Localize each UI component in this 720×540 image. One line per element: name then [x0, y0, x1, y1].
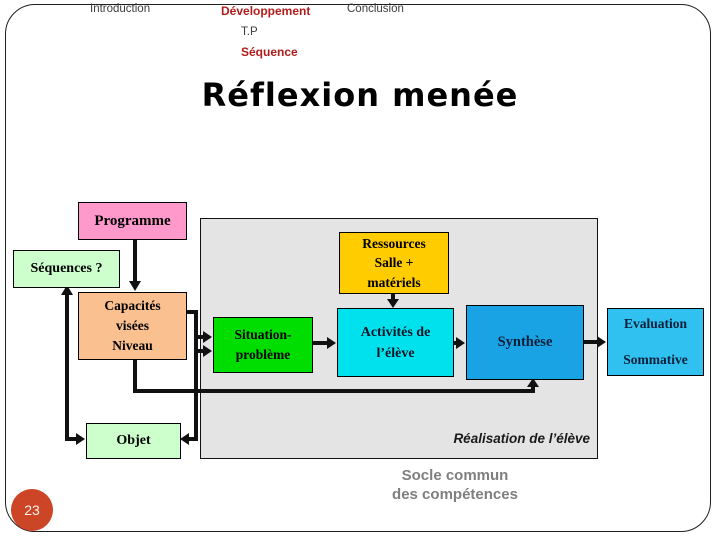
ressources-line1: Ressources: [362, 235, 426, 251]
synthese-label: Synthèse: [497, 334, 553, 350]
socle-line2: des compétences: [392, 485, 518, 503]
slide-border-frame: [5, 4, 711, 532]
sequences-label: Séquences ?: [30, 261, 103, 276]
programme-box: Programme: [78, 202, 187, 240]
objet-box: Objet: [86, 423, 181, 459]
nav-link-introduction[interactable]: Introduction: [90, 3, 151, 15]
capacites-box: Capacités visées Niveau: [78, 292, 187, 360]
capacites-line1: Capacités: [104, 297, 161, 313]
programme-label: Programme: [94, 212, 171, 229]
capacites-line2: visées: [116, 317, 149, 333]
situation-line1: Situation-: [234, 326, 292, 342]
page-title: Réflexion menée: [201, 76, 519, 114]
evaluation-line1: Evaluation: [623, 316, 688, 331]
activites-eleve-box: Activités de l’élève: [337, 308, 454, 377]
evaluation-sommative-box: Evaluation Sommative: [607, 308, 704, 376]
socle-line1: Socle commun: [401, 467, 509, 484]
activites-line2: l’élève: [376, 345, 415, 361]
socle-commun-caption: Socle commun des compétences: [330, 467, 580, 505]
activites-line1: Activités de: [360, 324, 431, 340]
situation-probleme-box: Situation- problème: [213, 317, 313, 373]
capacites-line3: Niveau: [112, 338, 153, 354]
nav-link-developpement[interactable]: Développement: [221, 4, 311, 18]
ressources-line2: Salle +: [374, 255, 414, 271]
evaluation-line2: Sommative: [623, 352, 688, 367]
page-number-badge: 23: [11, 489, 53, 531]
situation-line2: problème: [235, 347, 291, 362]
nav-link-tp[interactable]: T.P: [241, 26, 258, 38]
ressources-line3: matériels: [367, 274, 421, 290]
synthese-box: Synthèse: [466, 305, 584, 380]
objet-label: Objet: [116, 433, 151, 448]
page-number: 23: [24, 502, 40, 518]
nav-link-conclusion[interactable]: Conclusion: [347, 3, 404, 15]
sequences-box: Séquences ?: [13, 250, 120, 288]
ressources-box: Ressources Salle + matériels: [339, 232, 449, 294]
realisation-caption: Réalisation de l’élève: [453, 431, 590, 446]
nav-link-sequence[interactable]: Séquence: [241, 45, 298, 59]
